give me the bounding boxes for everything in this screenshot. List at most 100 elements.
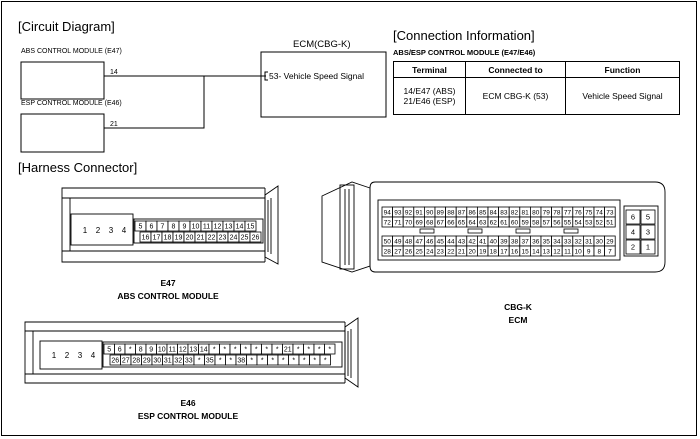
ecm-row3-pin-2-label: 48 xyxy=(405,238,413,245)
ecm-signal-label: 53- Vehicle Speed Signal xyxy=(269,71,364,81)
e46-bottom-pin-15-label: * xyxy=(271,358,274,365)
e46-top-pin-1-label: 6 xyxy=(118,347,122,354)
ecm-row2-pin-1-label: 71 xyxy=(394,219,402,226)
e46-top-pin-19-label: * xyxy=(307,347,310,354)
esp-module-label: ESP CONTROL MODULE (E46) xyxy=(21,100,122,107)
e46-top-pin-10-label: * xyxy=(213,347,216,354)
e46-top-pin-7-label: 12 xyxy=(179,347,187,354)
ecm-row1-pin-20-label: 74 xyxy=(596,209,604,216)
e46-bottom-pin-14-label: * xyxy=(261,358,264,365)
ecm-row1-pin-8-label: 86 xyxy=(468,209,476,216)
ecm-row1-pin-17-label: 77 xyxy=(564,209,572,216)
ecm-name: ECM xyxy=(508,315,528,325)
ecm-side-pin-3-cell xyxy=(640,224,656,240)
abs-module-label: ABS CONTROL MODULE (E47) xyxy=(21,48,122,55)
e46-housing-outline xyxy=(24,321,345,384)
ecm-lever-grip xyxy=(339,184,355,270)
e47-group-pin-2: 3 xyxy=(109,226,114,235)
ecm-row2-pin-19-label: 53 xyxy=(585,219,593,226)
ecm-row2-pin-20-label: 52 xyxy=(596,219,604,226)
ecm-row2-pin-0-label: 72 xyxy=(384,219,392,226)
ecm-row1-pin-19-label: 75 xyxy=(585,209,593,216)
e46-top-pin-15-label: * xyxy=(265,347,268,354)
ecm-row2-pin-2-label: 70 xyxy=(405,219,413,226)
e46-code: E46 xyxy=(180,398,196,408)
e47-bottom-pin-7-label: 23 xyxy=(219,235,227,242)
ecm-row4-pin-17-label: 11 xyxy=(564,248,571,255)
ecm-side-pin-1-label: 5 xyxy=(646,213,650,222)
ecm-key-slot-0 xyxy=(419,228,435,234)
ecm-row3-pin-20-label: 30 xyxy=(596,238,604,245)
e46-top-pin-9-label: 14 xyxy=(200,347,208,354)
ecm-side-pin-2-label: 4 xyxy=(631,228,635,237)
ecm-housing-outline xyxy=(369,181,666,273)
ecm-row2-pin-21-label: 51 xyxy=(606,219,614,226)
ecm-row1-pin-3-label: 91 xyxy=(415,209,423,216)
e47-housing-outline xyxy=(61,187,265,263)
ecm-side-pin-0-label: 6 xyxy=(631,213,635,222)
e46-top-pin-14-label: * xyxy=(255,347,258,354)
e46-bottom-pin-20-cell xyxy=(319,354,331,366)
ecm-row1-pin-13-label: 81 xyxy=(521,209,529,216)
connection-info-subtitle: ABS/ESP CONTROL MODULE (E47/E46) xyxy=(393,48,536,57)
ecm-row4-pin-21-cell xyxy=(604,245,616,257)
ecm-row2-pin-3-label: 69 xyxy=(415,219,423,226)
ecm-row1-pin-6-label: 88 xyxy=(447,209,455,216)
e47-group-pin-3: 4 xyxy=(122,226,127,235)
e47-top-pin-7-label: 12 xyxy=(214,224,222,231)
e47-bottom-pin-1-label: 17 xyxy=(153,235,161,242)
ecm-row3-pin-9-label: 41 xyxy=(479,238,487,245)
e47-group-frame xyxy=(70,213,134,246)
ecm-row4-pin-18-label: 10 xyxy=(574,248,582,255)
e46-group-pin-0: 1 xyxy=(52,351,57,360)
e46-name: ESP CONTROL MODULE xyxy=(137,411,239,421)
ecm-row2-pin-12-label: 60 xyxy=(511,219,519,226)
ecm-side-pin-1-cell xyxy=(640,209,656,225)
ecm-side-pin-5-cell xyxy=(640,239,656,255)
ecm-row3-pin-10-label: 40 xyxy=(490,238,498,245)
e47-bottom-pin-10-label: 26 xyxy=(252,235,260,242)
abs-pin-label: 14 xyxy=(110,69,118,76)
ecm-row2-pin-11-label: 61 xyxy=(500,219,508,226)
ecm-row4-pin-21-label: 7 xyxy=(608,248,612,255)
e46-bottom-pin-20-label: * xyxy=(324,358,327,365)
ecm-row3-pin-17-label: 33 xyxy=(564,238,572,245)
e47-top-pin-5-label: 10 xyxy=(192,224,200,231)
esp-speed-wire xyxy=(104,76,205,129)
e47-group-pin-0: 1 xyxy=(83,226,88,235)
ecm-row2-pin-15-label: 57 xyxy=(543,219,551,226)
ecm-row2-pin-8-label: 64 xyxy=(468,219,476,226)
e47-bottom-pin-6-label: 22 xyxy=(208,235,216,242)
e47-bottom-pin-9-label: 25 xyxy=(241,235,249,242)
ecm-row3-pin-1-label: 49 xyxy=(394,238,402,245)
e47-top-pin-10-label: 15 xyxy=(247,224,255,231)
ecm-row4-pin-5-label: 23 xyxy=(437,248,445,255)
ecm-row1-pin-5-label: 89 xyxy=(437,209,445,216)
e46-top-pin-13-label: * xyxy=(244,347,247,354)
ecm-side-pin-4-cell xyxy=(625,239,641,255)
e47-bottom-pin-8-label: 24 xyxy=(230,235,238,242)
ecm-row3-pin-5-label: 45 xyxy=(437,238,445,245)
ecm-side-pin-0-cell xyxy=(625,209,641,225)
e46-bottom-pin-19-label: * xyxy=(313,358,316,365)
e46-top-pin-8-label: 13 xyxy=(189,347,197,354)
abs-module-box xyxy=(20,61,105,100)
ecm-row3-pin-14-label: 36 xyxy=(532,238,540,245)
e46-top-pin-2-label: * xyxy=(129,347,132,354)
ecm-row3-pin-13-label: 37 xyxy=(521,238,529,245)
esp-pin-label: 21 xyxy=(110,121,118,128)
cell-terminal: 14/E47 (ABS)21/E46 (ESP) xyxy=(393,77,466,115)
e46-bottom-pin-0-label: 26 xyxy=(111,358,119,365)
ecm-row3-pin-8-label: 42 xyxy=(468,238,476,245)
ecm-key-slot-1 xyxy=(467,228,483,234)
ecm-row4-pin-2-label: 26 xyxy=(405,248,413,255)
ecm-row3-pin-3-label: 47 xyxy=(415,238,423,245)
ecm-row2-pin-16-label: 56 xyxy=(553,219,561,226)
ecm-main-block xyxy=(377,199,621,261)
e46-bottom-pin-9-label: 35 xyxy=(206,358,214,365)
connection-table: Terminal Connected to Function 14/E47 (A… xyxy=(393,61,680,115)
ecm-row4-pin-9-label: 19 xyxy=(479,248,487,255)
e47-top-pin-9-label: 14 xyxy=(236,224,244,231)
